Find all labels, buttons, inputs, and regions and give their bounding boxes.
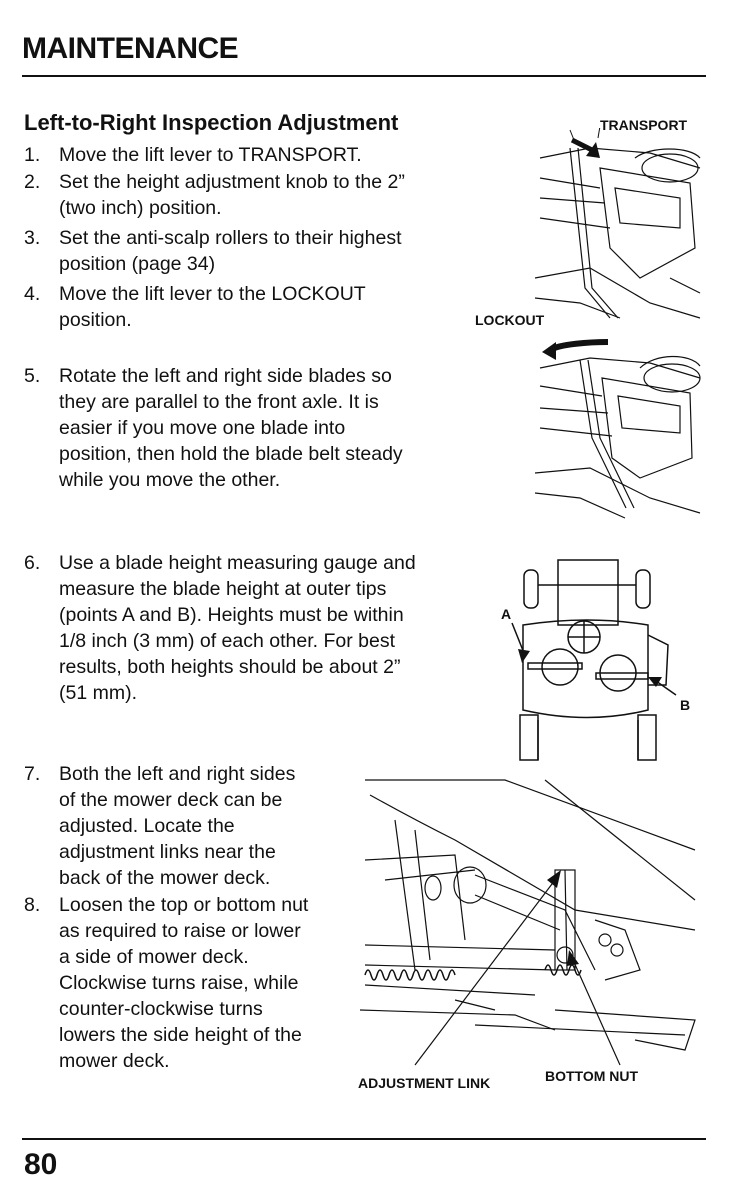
adjustment-link-illustration [359,779,696,1066]
step-line: results, both heights should be about 2” [59,656,401,678]
step-line: Both the left and right sides [59,763,296,785]
step-line: Use a blade height measuring gauge and [59,552,416,574]
step-line: a side of mower deck. [59,946,249,968]
step-line: Rotate the left and right side blades so [59,365,392,387]
step-number: 5. [24,365,41,387]
step-line: back of the mower deck. [59,867,271,889]
step-1: 1. Move the lift lever to TRANSPORT. [24,142,464,168]
point-a-label: A [501,606,512,622]
step-8: 8. Loosen the top or bottom nut as requi… [24,892,344,1074]
step-number: 2. [24,171,41,193]
step-line: while you move the other. [59,469,281,491]
step-line: they are parallel to the front axle. It … [59,391,379,413]
step-line: Loosen the top or bottom nut [59,894,309,916]
step-line: counter-clockwise turns [59,998,263,1020]
step-number: 1. [24,144,41,166]
section-title: Left-to-Right Inspection Adjustment [24,110,399,135]
step-line: easier if you move one blade into [59,417,346,439]
transport-label: TRANSPORT [600,117,688,133]
step-line: 1/8 inch (3 mm) of each other. For best [59,630,395,652]
point-b-label: B [680,697,691,713]
adjustment-link-label: ADJUSTMENT LINK [358,1075,491,1091]
step-number: 7. [24,763,41,785]
step-line: Clockwise turns raise, while [59,972,299,994]
lockout-label: LOCKOUT [475,312,545,328]
step-line: position, then hold the blade belt stead… [59,443,403,465]
step-line: lowers the side height of the [59,1024,302,1046]
step-2: 2. Set the height adjustment knob to the… [24,169,464,221]
step-line: Move the lift lever to TRANSPORT. [59,144,362,166]
step-6: 6. Use a blade height measuring gauge an… [24,550,474,706]
mower-top-view-illustration [511,559,677,761]
step-line: (points A and B). Heights must be within [59,604,404,626]
header-divider [22,75,706,77]
step-3: 3. Set the anti-scalp rollers to their h… [24,225,464,277]
step-line: mower deck. [59,1050,170,1072]
page-number: 80 [24,1148,58,1181]
step-4: 4. Move the lift lever to the LOCKOUT po… [24,281,464,333]
step-line: (51 mm). [59,682,137,704]
step-line: position. [59,309,132,331]
step-number: 3. [24,227,41,249]
step-line: measure the blade height at outer tips [59,578,387,600]
adjustment-link-figure [355,770,700,1070]
step-7: 7. Both the left and right sides of the … [24,761,344,891]
step-line: adjustment links near the [59,841,276,863]
step-line: Move the lift lever to the LOCKOUT [59,283,366,305]
step-5: 5. Rotate the left and right side blades… [24,363,464,493]
step-line: position (page 34) [59,253,216,275]
page-header: MAINTENANCE [22,32,239,65]
step-line: Set the anti-scalp rollers to their high… [59,227,402,249]
step-line: Set the height adjustment knob to the 2” [59,171,405,193]
lift-lever-figure [530,128,705,528]
step-line: (two inch) position. [59,197,222,219]
lift-lever-illustration [534,128,701,519]
step-line: of the mower deck can be [59,789,283,811]
footer-divider [22,1138,706,1140]
step-number: 8. [24,894,41,916]
step-line: adjusted. Locate the [59,815,235,837]
bottom-nut-label: BOTTOM NUT [545,1068,639,1084]
step-number: 6. [24,552,41,574]
blade-height-figure [498,555,698,765]
step-number: 4. [24,283,41,305]
step-line: as required to raise or lower [59,920,301,942]
